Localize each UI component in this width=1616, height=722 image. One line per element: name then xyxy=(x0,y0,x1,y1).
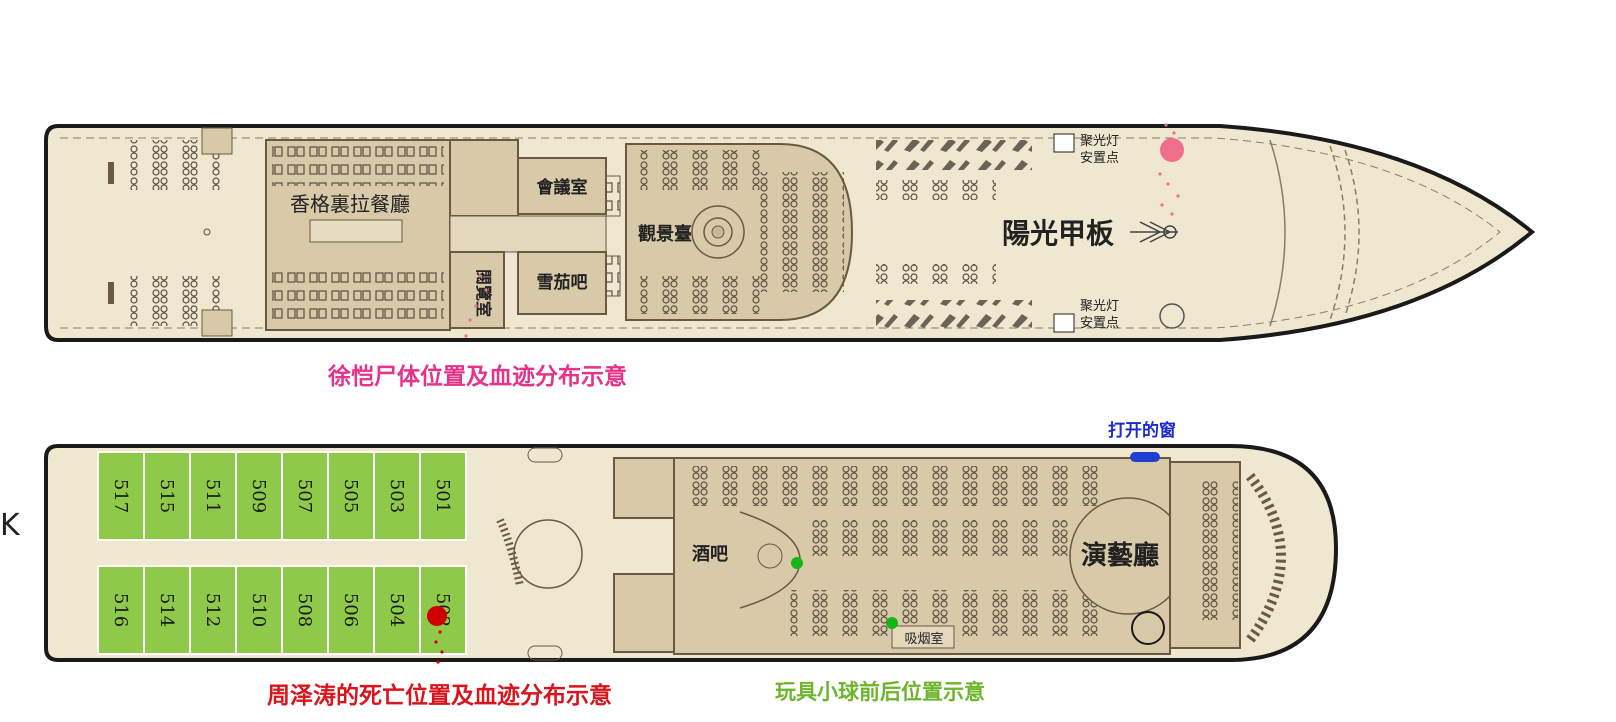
cabin-507 xyxy=(281,451,329,541)
cabin-number: 504 xyxy=(386,593,407,627)
spotlight-1-line2: 安置点 xyxy=(1080,151,1119,166)
cabin-grid: 517 515 511 509 507 505 503 501 516 514 512 510 508 5… xyxy=(97,451,467,655)
cabin-517 xyxy=(97,451,145,541)
cabin-number: 512 xyxy=(202,593,223,627)
spotlight-box-2 xyxy=(1053,313,1075,333)
edge-letter: K xyxy=(0,508,20,543)
cabin-501 xyxy=(419,451,467,541)
lounger-row-top xyxy=(876,140,1032,170)
cabin-510 xyxy=(235,565,283,655)
caption-top-body: 徐恺尸体位置及血迹分布示意 xyxy=(328,364,627,390)
spotlight-2-line1: 聚光灯 xyxy=(1080,299,1119,314)
sun-deck-label: 陽光甲板 xyxy=(1002,217,1114,250)
lower-deck: 517 515 511 509 507 505 503 501 516 514 512 510 508 5… xyxy=(44,444,1339,664)
bar-label: 酒吧 xyxy=(692,543,728,565)
window-marker xyxy=(1130,452,1160,462)
ball-marker-1 xyxy=(791,557,803,569)
dining-hall-label: 香格裏拉餐廳 xyxy=(290,192,410,216)
smoking-room-label: 吸烟室 xyxy=(904,631,943,647)
cabin-number: 507 xyxy=(294,479,315,513)
ball-marker-2 xyxy=(886,617,898,629)
meeting-room-label: 會議室 xyxy=(536,177,588,198)
cabin-number: 501 xyxy=(432,479,453,513)
cigar-bar xyxy=(517,251,607,315)
cabin-number: 516 xyxy=(110,593,131,627)
spotlight-2-line2: 安置点 xyxy=(1080,316,1119,331)
cabin-514 xyxy=(143,565,191,655)
lounger-row-bottom xyxy=(876,300,1032,330)
caption-ball: 玩具小球前后位置示意 xyxy=(775,680,985,704)
cabin-number: 517 xyxy=(110,479,131,513)
upper-deck: 香格裏拉餐廳 會議室 閱覽室 雪茄吧 觀景臺 陽光甲板 聚光灯 安置点 xyxy=(44,123,1536,342)
spotlight-1-line1: 聚光灯 xyxy=(1080,134,1119,149)
reading-room-label: 閱覽室 xyxy=(474,269,493,317)
cabin-number: 514 xyxy=(156,593,177,627)
cabin-number: 503 xyxy=(386,479,407,513)
caption-window: 打开的窗 xyxy=(1108,421,1176,441)
cabin-506 xyxy=(327,565,375,655)
theater-label: 演藝廳 xyxy=(1081,540,1159,571)
cabin-511 xyxy=(189,451,237,541)
blood-trail-top xyxy=(464,123,1180,338)
cabin-505 xyxy=(327,451,375,541)
body-marker-top xyxy=(1160,138,1184,162)
body-marker-bottom xyxy=(427,606,447,626)
observation-label: 觀景臺 xyxy=(638,223,692,245)
cigar-bar-label: 雪茄吧 xyxy=(537,272,588,293)
cabin-515 xyxy=(143,451,191,541)
cabin-number: 511 xyxy=(202,479,223,513)
cabin-number: 508 xyxy=(294,593,315,627)
cabin-number: 515 xyxy=(156,479,177,513)
blood-trail-bottom xyxy=(434,630,444,664)
caption-bottom-death: 周泽涛的死亡位置及血迹分布示意 xyxy=(267,683,612,709)
cabin-508 xyxy=(281,565,329,655)
cabin-504 xyxy=(373,565,421,655)
meeting-room xyxy=(517,157,607,215)
cabin-509 xyxy=(235,451,283,541)
cabin-number: 506 xyxy=(340,593,361,627)
cabin-512 xyxy=(189,565,237,655)
cabin-number: 505 xyxy=(340,479,361,513)
smoking-room xyxy=(891,625,955,649)
reading-room xyxy=(449,251,505,329)
cabin-number: 510 xyxy=(248,593,269,627)
spotlight-box-1 xyxy=(1053,133,1075,153)
cabin-number: 509 xyxy=(248,479,269,513)
cabin-503 xyxy=(373,451,421,541)
